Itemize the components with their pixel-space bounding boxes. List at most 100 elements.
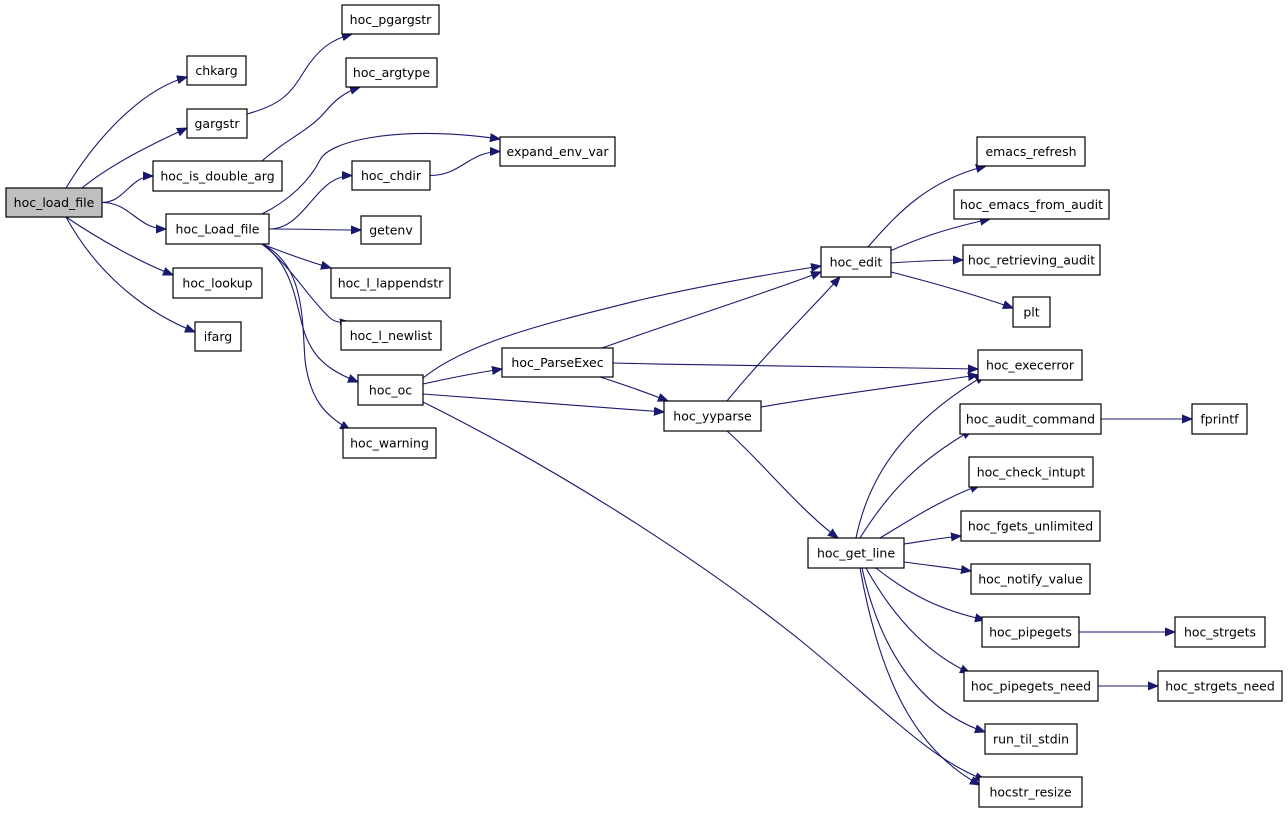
node-box bbox=[981, 616, 1080, 648]
node-label: hoc_execerror bbox=[986, 358, 1075, 373]
edge-hoc_ParseExec-to-hoc_execerror bbox=[612, 362, 978, 369]
node-hoc_argtype[interactable]: hoc_argtype bbox=[345, 57, 438, 88]
node-hoc_check_intupt[interactable]: hoc_check_intupt bbox=[968, 456, 1094, 488]
edge-hoc_oc-to-hoc_yyparse bbox=[422, 393, 664, 412]
node-box bbox=[984, 723, 1078, 755]
node-hoc_ParseExec[interactable]: hoc_ParseExec bbox=[501, 347, 614, 378]
edge-hoc_edit-to-emacs_refresh bbox=[867, 166, 986, 248]
edge-hoc_Load_file-to-getenv bbox=[268, 229, 361, 230]
edge-hoc_ParseExec-to-hoc_yyparse bbox=[599, 376, 668, 401]
node-getenv[interactable]: getenv bbox=[360, 215, 422, 245]
node-box bbox=[340, 320, 442, 351]
edge-hoc_load_file-to-ifarg bbox=[65, 216, 195, 333]
edge-hoc_Load_file-to-hoc_warning bbox=[261, 243, 350, 430]
node-label: fprintf bbox=[1200, 412, 1239, 427]
node-hoc_is_double_arg[interactable]: hoc_is_double_arg bbox=[152, 160, 283, 192]
node-hoc_warning[interactable]: hoc_warning bbox=[342, 427, 437, 459]
node-label: getenv bbox=[369, 223, 413, 238]
node-hoc_pipegets_need[interactable]: hoc_pipegets_need bbox=[963, 670, 1099, 702]
edge-hoc_get_line-to-hoc_notify_value bbox=[903, 561, 971, 571]
node-label: hoc_check_intupt bbox=[977, 465, 1086, 480]
node-fprintf[interactable]: fprintf bbox=[1191, 403, 1248, 435]
edge-hoc_get_line-to-hoc_fgets_unlimited bbox=[903, 536, 961, 545]
edge-hoc_edit-to-plt bbox=[890, 271, 1013, 308]
node-chkarg[interactable]: chkarg bbox=[186, 55, 247, 86]
node-label: hoc_yyparse bbox=[673, 409, 752, 424]
edge-hoc_is_double_arg-to-hoc_argtype bbox=[261, 87, 360, 162]
node-label: hoc_lookup bbox=[182, 276, 252, 291]
node-label: hoc_emacs_from_audit bbox=[960, 197, 1103, 212]
node-hoc_l_lappendstr[interactable]: hoc_l_lappendstr bbox=[330, 267, 451, 299]
node-box bbox=[959, 403, 1102, 435]
node-hoc_Load_file[interactable]: hoc_Load_file bbox=[165, 213, 270, 245]
node-box bbox=[341, 4, 440, 35]
node-gargstr[interactable]: gargstr bbox=[186, 108, 248, 139]
edge-gargstr-to-hoc_pgargstr bbox=[246, 34, 352, 115]
node-box bbox=[978, 776, 1083, 808]
node-box bbox=[186, 55, 247, 86]
node-label: hoc_pipegets_need bbox=[971, 679, 1091, 694]
node-hoc_pgargstr[interactable]: hoc_pgargstr bbox=[341, 4, 440, 35]
node-label: hoc_audit_command bbox=[966, 412, 1095, 427]
node-hocstr_resize[interactable]: hocstr_resize bbox=[978, 776, 1083, 808]
edge-hoc_oc-to-hoc_ParseExec bbox=[422, 369, 502, 385]
edge-hoc_Load_file-to-hoc_chdir bbox=[268, 176, 352, 230]
node-run_til_stdin[interactable]: run_til_stdin bbox=[984, 723, 1078, 755]
node-box bbox=[970, 563, 1091, 595]
edge-hoc_edit-to-hoc_retrieving_audit bbox=[890, 260, 963, 263]
node-hoc_lookup[interactable]: hoc_lookup bbox=[172, 267, 263, 299]
node-label: hoc_strgets bbox=[1184, 625, 1256, 640]
node-hoc_retrieving_audit[interactable]: hoc_retrieving_audit bbox=[962, 244, 1101, 276]
node-box bbox=[820, 246, 892, 278]
edge-hoc_yyparse-to-hoc_execerror bbox=[760, 375, 978, 408]
node-label: hoc_l_lappendstr bbox=[338, 276, 444, 291]
node-label: chkarg bbox=[195, 63, 237, 78]
node-box bbox=[172, 267, 263, 299]
node-hoc_emacs_from_audit[interactable]: hoc_emacs_from_audit bbox=[953, 189, 1110, 220]
node-emacs_refresh[interactable]: emacs_refresh bbox=[976, 136, 1086, 167]
node-hoc_oc[interactable]: hoc_oc bbox=[357, 374, 424, 406]
node-box bbox=[5, 187, 103, 218]
node-label: hoc_get_line bbox=[817, 546, 895, 561]
node-hoc_chdir[interactable]: hoc_chdir bbox=[351, 160, 431, 191]
node-hoc_strgets[interactable]: hoc_strgets bbox=[1174, 616, 1266, 648]
node-box bbox=[360, 215, 422, 245]
node-box bbox=[1012, 296, 1051, 328]
node-hoc_edit[interactable]: hoc_edit bbox=[820, 246, 892, 278]
edges-layer bbox=[65, 34, 1192, 785]
node-label: hoc_notify_value bbox=[978, 572, 1083, 587]
node-hoc_yyparse[interactable]: hoc_yyparse bbox=[663, 400, 762, 432]
node-hoc_fgets_unlimited[interactable]: hoc_fgets_unlimited bbox=[960, 510, 1101, 542]
edge-hoc_yyparse-to-hoc_get_line bbox=[726, 430, 838, 538]
node-label: hoc_chdir bbox=[361, 168, 422, 183]
node-label: hoc_retrieving_audit bbox=[968, 253, 1095, 268]
node-box bbox=[165, 213, 270, 245]
node-hoc_audit_command[interactable]: hoc_audit_command bbox=[959, 403, 1102, 435]
node-hoc_execerror[interactable]: hoc_execerror bbox=[977, 349, 1083, 381]
node-box bbox=[1191, 403, 1248, 435]
node-box bbox=[953, 189, 1110, 220]
node-box bbox=[351, 160, 431, 191]
node-label: hoc_l_newlist bbox=[350, 328, 433, 343]
edge-hoc_load_file-to-hoc_Load_file bbox=[101, 201, 166, 230]
node-expand_env_var[interactable]: expand_env_var bbox=[499, 136, 616, 167]
node-hoc_notify_value[interactable]: hoc_notify_value bbox=[970, 563, 1091, 595]
node-label: hoc_warning bbox=[350, 436, 429, 451]
node-hoc_l_newlist[interactable]: hoc_l_newlist bbox=[340, 320, 442, 351]
node-box bbox=[499, 136, 616, 167]
node-label: plt bbox=[1023, 305, 1039, 320]
node-hoc_load_file[interactable]: hoc_load_file bbox=[5, 187, 103, 218]
node-hoc_pipegets[interactable]: hoc_pipegets bbox=[981, 616, 1080, 648]
edge-hoc_oc-to-hocstr_resize bbox=[422, 401, 985, 780]
node-label: hocstr_resize bbox=[989, 785, 1071, 800]
node-ifarg[interactable]: ifarg bbox=[194, 321, 242, 352]
node-plt[interactable]: plt bbox=[1012, 296, 1051, 328]
edge-hoc_Load_file-to-hoc_l_lappendstr bbox=[261, 243, 331, 268]
node-hoc_get_line[interactable]: hoc_get_line bbox=[807, 537, 905, 569]
node-box bbox=[194, 321, 242, 352]
node-label: hoc_pgargstr bbox=[350, 12, 432, 27]
node-hoc_strgets_need[interactable]: hoc_strgets_need bbox=[1157, 670, 1283, 702]
node-label: hoc_ParseExec bbox=[511, 355, 603, 370]
edge-hoc_get_line-to-hocstr_resize bbox=[859, 567, 980, 785]
